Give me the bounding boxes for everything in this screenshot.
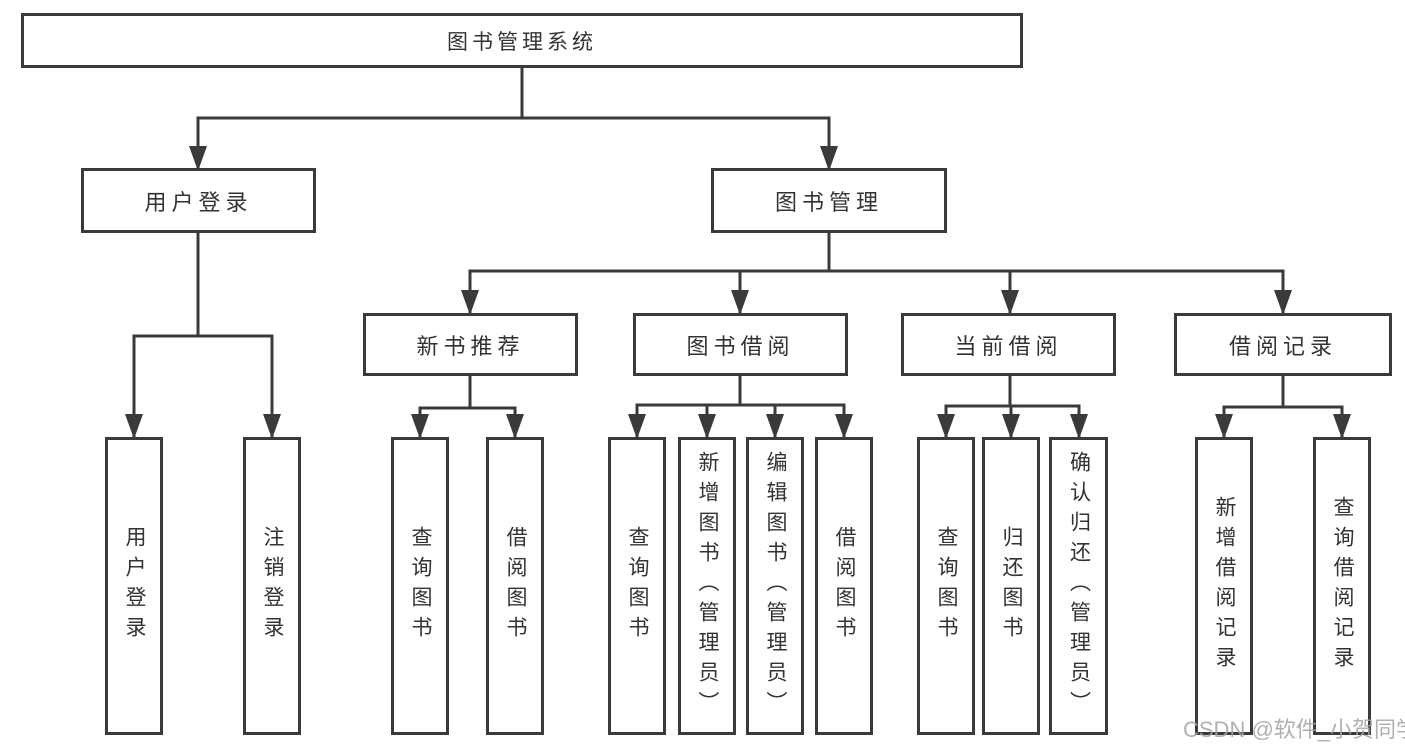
leaf-add-borrow-record: 新增借阅记录 [1195, 437, 1253, 735]
node-current-borrow: 当前借阅 [901, 313, 1116, 376]
arrowheads [125, 146, 1351, 439]
node-user-login: 用户登录 [81, 168, 316, 233]
node-book-management: 图书管理 [711, 168, 947, 233]
node-borrow-records-label: 借阅记录 [1228, 333, 1337, 359]
leaf-query-borrow-record: 查询借阅记录 [1313, 437, 1371, 735]
leaf-query-books-borrow-label: 查询图书 [626, 526, 649, 646]
node-current-borrow-label: 当前借阅 [954, 333, 1063, 359]
leaf-logout: 注销登录 [243, 437, 301, 735]
leaf-add-book-admin: 新增图书（管理员） [678, 437, 736, 735]
leaf-user-login: 用户登录 [105, 437, 163, 735]
leaf-query-books-borrow: 查询图书 [608, 437, 666, 735]
leaf-query-books-current: 查询图书 [917, 437, 975, 735]
node-user-login-label: 用户登录 [144, 189, 253, 215]
csdn-watermark: CSDN @软件_小贺同学 [1183, 717, 1405, 742]
leaf-edit-book-admin: 编辑图书（管理员） [746, 437, 804, 735]
leaf-add-borrow-record-label: 新增借阅记录 [1213, 496, 1236, 676]
leaf-query-books-recommend-label: 查询图书 [409, 526, 432, 646]
node-book-borrow-label: 图书借阅 [686, 333, 795, 359]
node-book-borrow: 图书借阅 [633, 313, 848, 376]
tree-edges [132, 64, 1344, 440]
leaf-add-book-admin-label: 新增图书（管理员） [696, 451, 719, 721]
node-borrow-records: 借阅记录 [1174, 313, 1392, 376]
leaf-return-book: 归还图书 [982, 437, 1040, 735]
leaf-logout-label: 注销登录 [261, 526, 284, 646]
leaf-edit-book-admin-label: 编辑图书（管理员） [764, 451, 787, 721]
leaf-return-book-label: 归还图书 [1000, 526, 1023, 646]
node-new-book-recommend: 新书推荐 [363, 313, 578, 376]
leaf-user-login-label: 用户登录 [123, 526, 146, 646]
leaf-query-borrow-record-label: 查询借阅记录 [1331, 496, 1354, 676]
node-root: 图书管理系统 [21, 13, 1023, 68]
leaf-borrow-books-recommend-label: 借阅图书 [504, 526, 527, 646]
leaf-borrow-books-recommend: 借阅图书 [486, 437, 544, 735]
leaf-query-books-recommend: 查询图书 [391, 437, 449, 735]
leaf-query-books-current-label: 查询图书 [935, 526, 958, 646]
leaf-borrow-books-2-label: 借阅图书 [833, 526, 856, 646]
leaf-confirm-return-admin: 确认归还（管理员） [1049, 437, 1108, 735]
node-root-label: 图书管理系统 [447, 30, 597, 54]
node-new-book-recommend-label: 新书推荐 [416, 333, 525, 359]
node-book-management-label: 图书管理 [774, 189, 883, 215]
leaf-borrow-books-2: 借阅图书 [815, 437, 873, 735]
leaf-confirm-return-admin-label: 确认归还（管理员） [1067, 451, 1091, 721]
